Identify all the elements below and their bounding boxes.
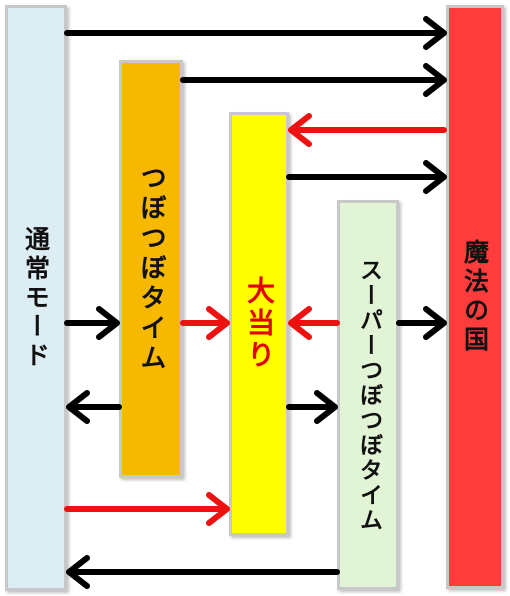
arrow-tsubo-time-to-big-hit [180, 306, 230, 340]
tsubo-time-box: つぼつぼタイム [119, 60, 183, 478]
super-tsubo-time-label: スーパーつぼつぼタイム [355, 257, 382, 533]
super-tsubo-time-box: スーパーつぼつぼタイム [337, 200, 399, 590]
normal-mode-box: 通常モード [5, 5, 67, 591]
arrow-super-tsubo-time-to-magic-country [396, 306, 447, 340]
arrow-tsubo-time-to-magic-country [180, 63, 447, 97]
big-hit-box: 大当り [229, 112, 289, 536]
arrow-big-hit-to-magic-country [286, 160, 447, 194]
magic-country-label: 魔法の国 [460, 239, 490, 355]
arrow-normal-mode-to-big-hit [64, 492, 230, 526]
arrow-magic-country-to-big-hit [288, 113, 447, 147]
arrow-super-tsubo-time-to-big-hit [288, 306, 340, 340]
arrow-normal-mode-to-tsubo-time [64, 306, 120, 340]
arrow-big-hit-to-super-tsubo-time [286, 390, 338, 424]
arrow-tsubo-time-to-normal-mode [66, 390, 122, 424]
normal-mode-label: 通常モード [21, 225, 51, 371]
magic-country-box: 魔法の国 [446, 5, 504, 589]
arrow-super-tsubo-time-to-normal-mode [66, 555, 340, 589]
tsubo-time-label: つぼつぼタイム [136, 164, 166, 374]
big-hit-label: 大当り [243, 276, 276, 372]
arrow-normal-mode-to-magic-country [64, 16, 447, 50]
